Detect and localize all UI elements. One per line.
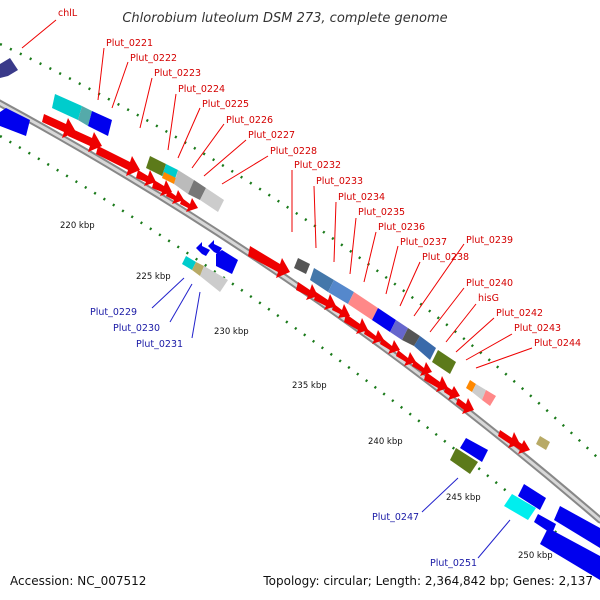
feature-plut-0221 xyxy=(52,94,82,120)
feature-plut-0235 xyxy=(328,280,354,304)
accession-text: Accession: NC_007512 xyxy=(10,574,146,588)
label-plut-0243: Plut_0243 xyxy=(514,323,561,334)
feature-plut-0251 xyxy=(504,494,536,520)
label-plut-0227: Plut_0227 xyxy=(248,130,295,141)
feature-plut-0247 xyxy=(450,448,478,474)
feature-plut-0226 xyxy=(162,172,176,184)
label-plut-0221: Plut_0221 xyxy=(106,38,153,49)
label-plut-0225: Plut_0225 xyxy=(202,99,249,110)
label-plut-0233: Plut_0233 xyxy=(316,176,363,187)
map-title: Chlorobium luteolum DSM 273, complete ge… xyxy=(122,11,447,26)
label-plut-0238: Plut_0238 xyxy=(422,252,469,263)
label-plut-0223: Plut_0223 xyxy=(154,68,201,79)
feature-chlL xyxy=(0,58,18,78)
label-chlL: chlL xyxy=(58,8,78,19)
feature-plut-0243 xyxy=(472,384,486,400)
scale-labels: 220 kbp 225 kbp 230 kbp 235 kbp 240 kbp … xyxy=(60,221,553,561)
topology-summary: Topology: circular; Length: 2,364,842 bp… xyxy=(262,574,593,588)
label-plut-0232: Plut_0232 xyxy=(294,160,341,171)
label-plut-0236: Plut_0236 xyxy=(378,222,425,233)
label-plut-0240: Plut_0240 xyxy=(466,278,513,289)
scale-label-225: 225 kbp xyxy=(136,272,171,282)
feature-plut-0237 xyxy=(372,308,396,332)
scale-label-220: 220 kbp xyxy=(60,221,95,231)
feature-plut-0224 xyxy=(146,156,166,176)
outer-features xyxy=(0,58,550,450)
scale-label-230: 230 kbp xyxy=(214,327,249,337)
feature-plut-0230 xyxy=(192,262,204,276)
scale-label-245: 245 kbp xyxy=(446,493,481,503)
feature-plut-0244 xyxy=(482,390,496,406)
label-plut-0229: Plut_0229 xyxy=(90,307,137,318)
feature-plut-0238 xyxy=(402,328,420,346)
feature-plut-0231 xyxy=(200,266,228,292)
feature-plut-0228 xyxy=(200,188,224,212)
label-plut-0242: Plut_0242 xyxy=(496,308,543,319)
feature-plut-0239 xyxy=(414,336,436,360)
feature-plut-0227 xyxy=(174,170,194,194)
label-plut-0251: Plut_0251 xyxy=(430,558,477,569)
feature-plut-0222 xyxy=(88,111,112,136)
label-hisG: hisG xyxy=(478,293,499,304)
leader-lines xyxy=(21,19,533,559)
label-plut-0228: Plut_0228 xyxy=(270,146,317,157)
label-plut-0244: Plut_0244 xyxy=(534,338,581,349)
label-plut-0247: Plut_0247 xyxy=(372,512,419,523)
label-plut-0234: Plut_0234 xyxy=(338,192,385,203)
scale-label-235: 235 kbp xyxy=(292,381,327,391)
scale-label-240: 240 kbp xyxy=(368,437,403,447)
feature-plut-0233 xyxy=(294,258,310,274)
reverse-labels: Plut_0229 Plut_0230 Plut_0231 Plut_0247 … xyxy=(90,307,477,569)
label-plut-0239: Plut_0239 xyxy=(466,235,513,246)
label-plut-0222: Plut_0222 xyxy=(130,53,177,64)
feature-plut-0236 xyxy=(348,292,378,320)
reverse-features xyxy=(0,108,600,580)
scale-label-250: 250 kbp xyxy=(518,551,553,561)
forward-labels: chlL Plut_0221 Plut_0222 Plut_0223 Plut_… xyxy=(58,8,581,349)
label-plut-0224: Plut_0224 xyxy=(178,84,225,95)
feature-plut-0234 xyxy=(310,268,334,292)
label-plut-0237: Plut_0237 xyxy=(400,237,447,248)
label-plut-0226: Plut_0226 xyxy=(226,115,273,126)
feature-plut-0240 xyxy=(432,350,456,374)
feature-plut-0229 xyxy=(182,256,196,270)
label-plut-0231: Plut_0231 xyxy=(136,339,183,350)
label-plut-0235: Plut_0235 xyxy=(358,207,405,218)
forward-cds-arrows xyxy=(42,114,530,454)
label-plut-0230: Plut_0230 xyxy=(113,323,160,334)
